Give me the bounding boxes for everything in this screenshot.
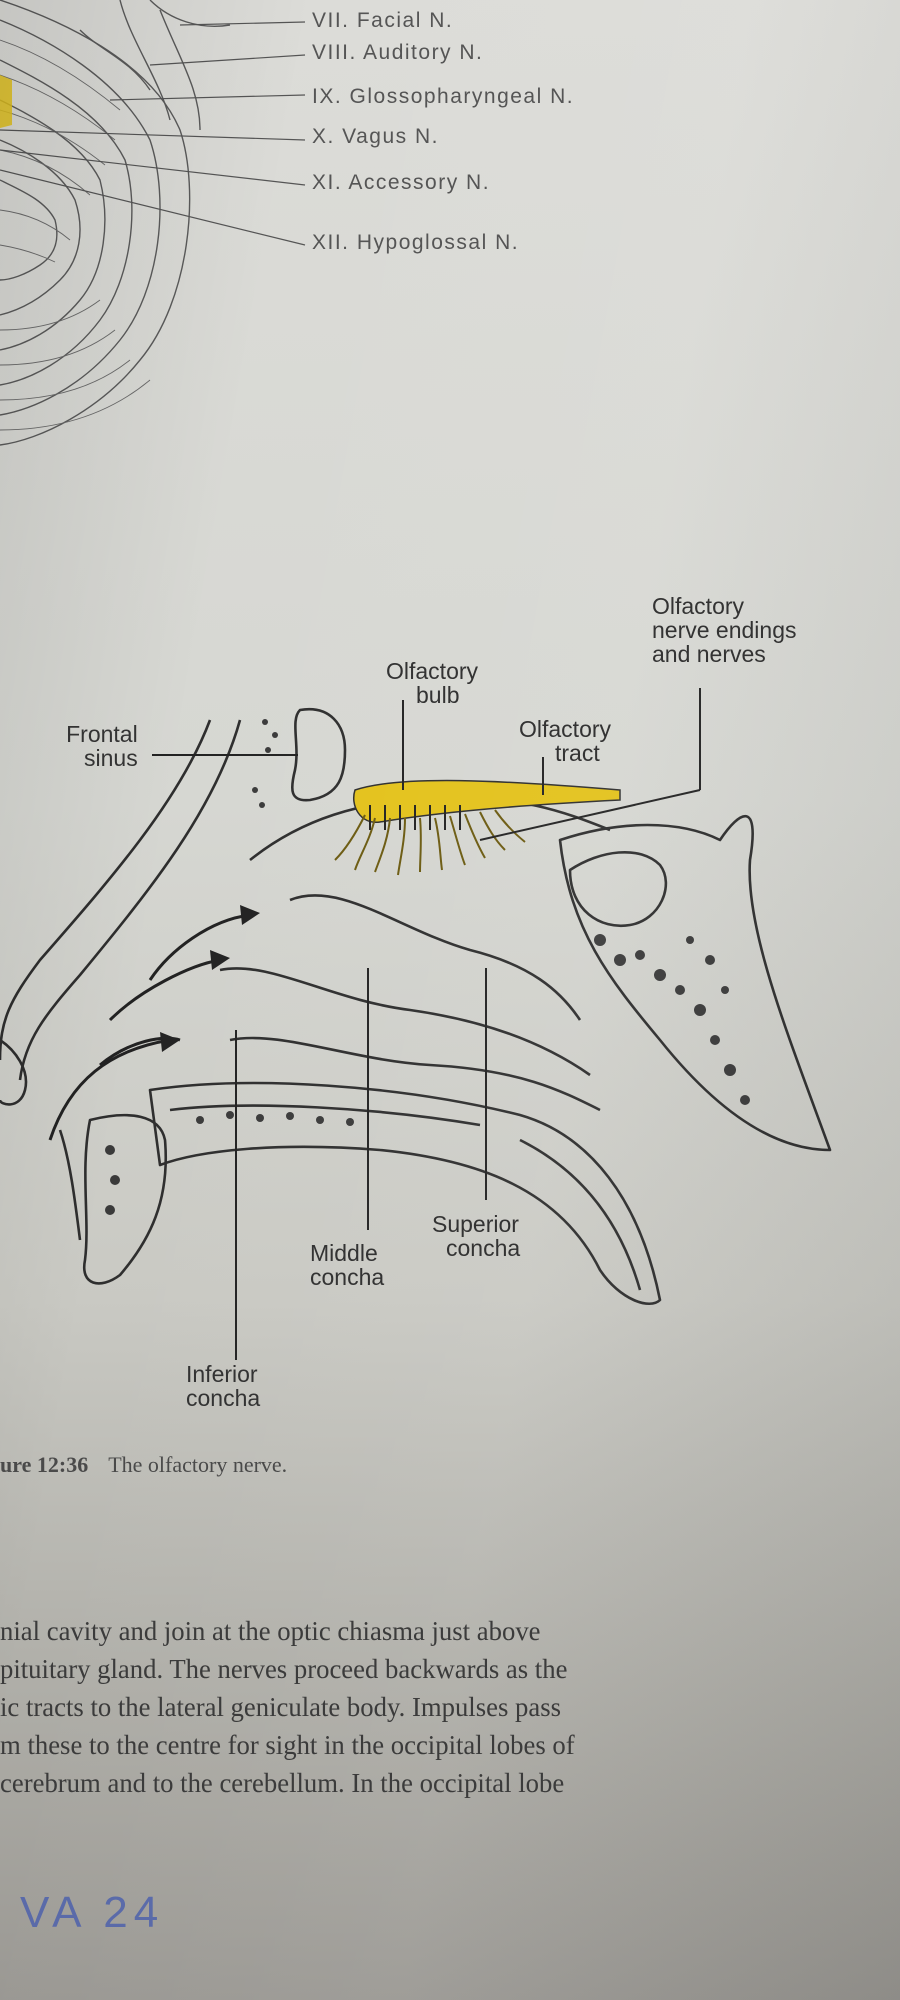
label-facial-nerve: VII. Facial N. — [312, 9, 454, 32]
label-line: Olfactory — [386, 658, 479, 684]
label-line: Superior — [432, 1211, 519, 1237]
figure-number: ure 12:36 — [0, 1452, 89, 1477]
caption-text: The olfactory nerve. — [108, 1452, 288, 1477]
nasal-cavity-drawing — [0, 707, 832, 1305]
nerve-leader-lines — [0, 21, 306, 246]
airflow-arrowheads — [160, 905, 260, 1052]
label-middle-concha: Middle concha — [310, 1241, 384, 1289]
label-olfactory-tract: Olfactory tract — [519, 717, 611, 765]
label-accessory-nerve: XI. Accessory N. — [312, 171, 491, 194]
cerebellum-folia — [0, 39, 151, 431]
label-line: Middle — [310, 1240, 378, 1266]
handwritten-note: VA 24 — [20, 1888, 165, 1937]
brain-highlight — [0, 75, 12, 128]
label-line: concha — [310, 1264, 385, 1291]
label-glossopharyngeal-nerve: IX. Glossopharyngeal N. — [312, 85, 575, 108]
label-line: concha — [446, 1235, 521, 1262]
body-line: cerebrum and to the cerebellum. In the o… — [0, 1768, 565, 1798]
body-line: m these to the centre for sight in the o… — [0, 1730, 575, 1760]
label-line: bulb — [416, 682, 460, 709]
label-auditory-nerve: VIII. Auditory N. — [312, 41, 484, 64]
label-line: nerve endings — [652, 617, 797, 644]
label-inferior-concha: Inferior concha — [186, 1362, 260, 1410]
label-vagus-nerve: X. Vagus N. — [312, 125, 439, 148]
label-line: Frontal — [66, 721, 138, 747]
body-line: nial cavity and join at the optic chiasm… — [0, 1616, 541, 1646]
diagram-leader-lines — [152, 688, 701, 1360]
bone-stippling — [105, 719, 750, 1215]
label-olfactory-bulb: Olfactory bulb — [386, 659, 478, 707]
label-line: concha — [186, 1385, 261, 1412]
body-paragraph: nial cavity and join at the optic chiasm… — [0, 1612, 900, 1802]
label-olfactory-nerve-endings: Olfactory nerve endings and nerves — [652, 593, 797, 668]
cerebellum-drawing — [0, 0, 231, 446]
label-line: Olfactory — [652, 593, 745, 619]
label-frontal-sinus: Frontal sinus — [66, 722, 138, 770]
label-line: Inferior — [186, 1361, 258, 1387]
figure-caption: ure 12:36 The olfactory nerve. — [0, 1452, 287, 1478]
olfactory-bulb-tract — [334, 779, 621, 876]
label-hypoglossal-nerve: XII. Hypoglossal N. — [312, 231, 520, 254]
label-line: Olfactory — [519, 716, 612, 742]
label-line: and nerves — [652, 641, 766, 668]
label-superior-concha: Superior concha — [432, 1212, 520, 1260]
label-line: sinus — [84, 745, 138, 772]
body-line: ic tracts to the lateral geniculate body… — [0, 1692, 562, 1722]
label-line: tract — [555, 740, 600, 767]
body-line: pituitary gland. The nerves proceed back… — [0, 1654, 568, 1684]
